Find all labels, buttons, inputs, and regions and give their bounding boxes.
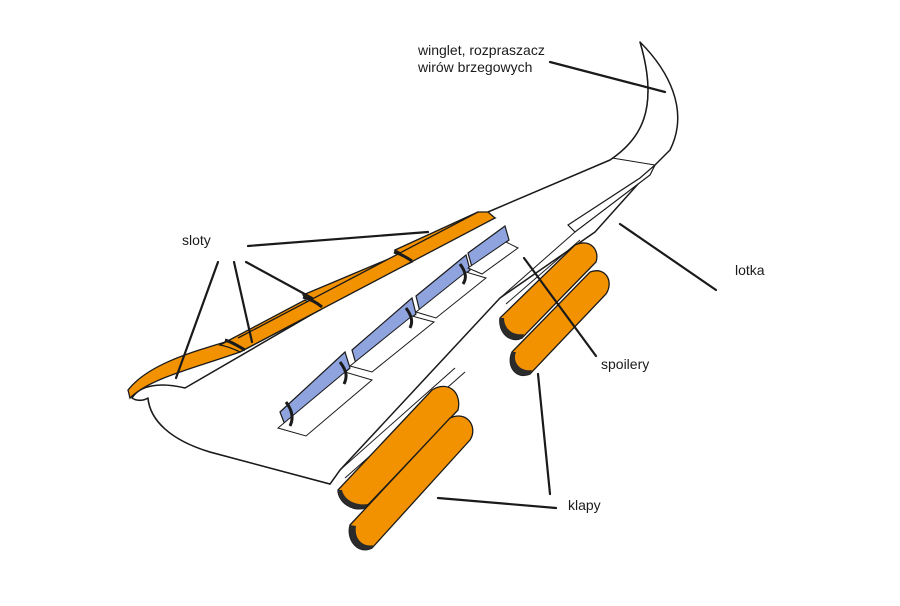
winglet-label: winglet, rozpraszacz wirów brzegowych: [418, 42, 545, 76]
spoilers: [276, 225, 519, 437]
spoiler-recess: [348, 315, 436, 373]
slat-joint: [224, 338, 246, 352]
spoiler-recess: [276, 371, 374, 437]
winglet-tip-fold: [611, 157, 656, 166]
spoiler-panel: [279, 350, 351, 427]
leader-sloty-1: [174, 260, 220, 380]
flaps-label: klapy: [568, 497, 601, 513]
flaps-inboard: [337, 385, 474, 551]
spoiler-actuator: [284, 401, 294, 427]
leader-sloty-2: [232, 260, 254, 344]
flap-shadow: [510, 352, 532, 376]
aileron: [567, 164, 656, 233]
aileron-label: lotka: [735, 262, 765, 278]
flap-shadow: [338, 490, 368, 509]
slat-joint: [302, 295, 323, 309]
leader-lotka: [618, 222, 718, 292]
leader-sloty-3: [244, 260, 314, 300]
spoiler-panel: [415, 253, 471, 314]
winglet-edge: [609, 41, 649, 161]
flap-shadow: [499, 318, 524, 340]
winglet-label-line1: winglet, rozpraszacz: [418, 42, 545, 58]
spoiler-actuator: [338, 361, 348, 385]
leader-klapy-2: [536, 372, 552, 496]
leader-winglet: [548, 60, 667, 94]
spoiler-recess: [414, 271, 488, 319]
leader-lines: [174, 60, 718, 510]
leader-klapy-1: [436, 496, 558, 510]
winglet-label-line2: wirów brzegowych: [418, 59, 533, 75]
leader-spoilery: [522, 256, 598, 358]
spoiler-panel: [351, 296, 417, 366]
spoiler-recess: [466, 241, 519, 275]
spoiler-actuator: [458, 263, 467, 285]
slat-joint: [393, 250, 413, 263]
spoilers-label: spoilery: [601, 356, 650, 372]
flap-shadow: [349, 525, 375, 550]
slats-label: sloty: [182, 232, 211, 248]
slats: [127, 211, 497, 400]
trailing-edge-line-outer: [499, 231, 581, 305]
spoiler-panel: [467, 225, 510, 268]
leader-sloty-4: [246, 230, 430, 248]
spoiler-actuator: [404, 307, 414, 329]
